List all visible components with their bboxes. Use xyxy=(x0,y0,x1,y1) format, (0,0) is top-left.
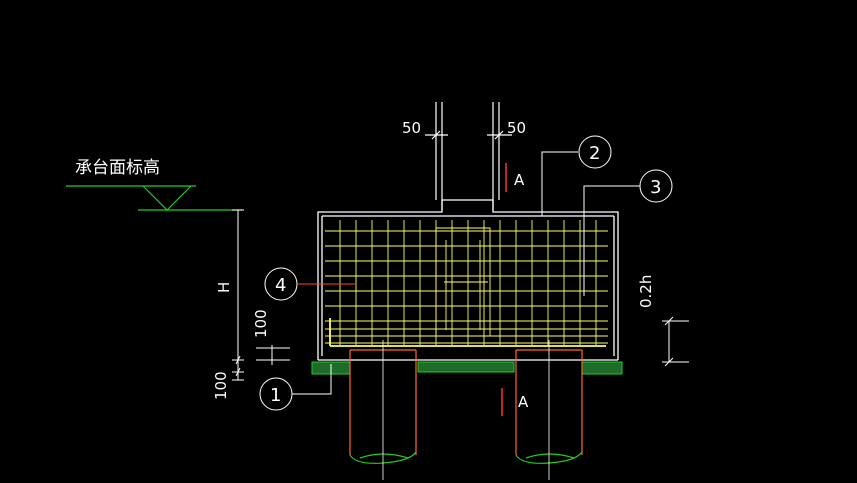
cushion-layer xyxy=(311,361,623,375)
callout-4-leader xyxy=(264,267,355,301)
elevation-marker xyxy=(66,185,242,211)
callout-3-leader xyxy=(583,169,673,296)
elevation-label: 承台面标高 xyxy=(75,158,160,178)
dim-100-lower: 100 xyxy=(212,371,230,400)
callout-2-number: 2 xyxy=(589,143,600,164)
callout-1-number: 1 xyxy=(270,385,281,406)
dim-ratio-text: 0.2h xyxy=(637,275,655,308)
rebar-grid xyxy=(325,220,608,345)
pile-cap-outline xyxy=(317,199,619,361)
section-label-bottom: A xyxy=(518,393,529,411)
height-dimension xyxy=(232,209,290,381)
callout-4-number: 4 xyxy=(275,275,286,296)
dim-offset-right: 50 xyxy=(507,119,526,137)
dim-100-upper: 100 xyxy=(252,309,270,338)
dim-h-text: H xyxy=(215,282,233,293)
rebar-top-bar xyxy=(329,318,606,347)
callout-1-leader xyxy=(259,364,332,411)
callout-2-leader xyxy=(541,135,612,216)
dim-offset-left: 50 xyxy=(402,119,421,137)
callout-3-number: 3 xyxy=(650,177,661,198)
section-label-top: A xyxy=(514,171,525,189)
column-outline xyxy=(425,102,512,210)
ratio-dimension xyxy=(662,316,689,367)
